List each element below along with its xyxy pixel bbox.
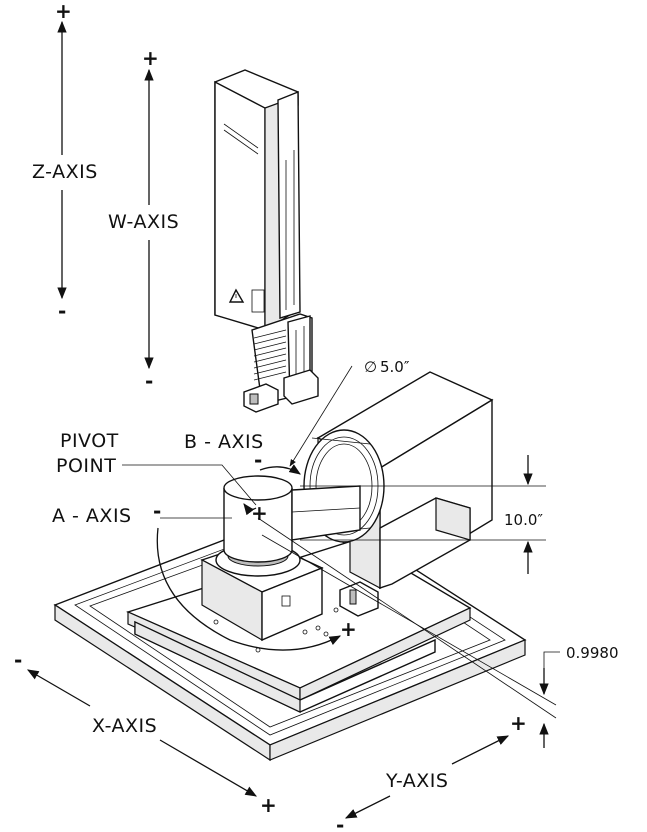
x-minus-sign: - [14,648,22,672]
w-minus-sign: - [145,369,153,393]
x-plus-sign: + [260,793,277,817]
a-plus-sign: + [340,617,357,641]
probe-carriage [243,313,319,413]
a-axis-label: A - AXIS [52,505,132,527]
height-dimension [300,455,546,574]
warning-triangle-icon [228,288,245,303]
b-plus-sign: + [251,501,268,525]
y-axis-indicator [344,735,510,819]
w-axis-label: W-AXIS [108,211,179,233]
column-brand-mark [223,123,259,155]
pivot-leader [122,464,257,506]
y-plus-sign: + [510,711,527,735]
z-plus-sign: + [55,0,72,23]
sensor-bracket [339,581,379,617]
b-axis-label: B - AXIS [184,431,264,453]
offset-dimension-label: 0.9980 [566,644,619,662]
y-minus-sign: - [336,813,344,832]
z-minus-sign: - [58,299,66,323]
y-axis-label: Y-AXIS [385,770,448,792]
diameter-leader [289,365,353,467]
diameter-label: 5.0″ [380,358,410,376]
offset-dimension [257,517,560,748]
pivot-label-line2: POINT [56,455,116,477]
height-dimension-label: 10.0″ [504,511,543,529]
diameter-symbol-icon: ∅ [364,358,377,376]
b-axis-indicator [259,464,301,475]
bellows [253,329,287,381]
z-axis-label: Z-AXIS [32,161,98,183]
b-minus-sign: - [254,448,262,472]
w-axis-head [214,69,301,332]
spindle-cylinder [223,475,361,563]
a-axis-indicator [156,503,342,651]
x-axis-label: X-AXIS [92,715,157,737]
pivot-label-line1: PIVOT [60,430,119,452]
x-axis-indicator [26,669,258,797]
a-minus-sign: - [153,499,161,523]
w-plus-sign: + [142,46,159,70]
